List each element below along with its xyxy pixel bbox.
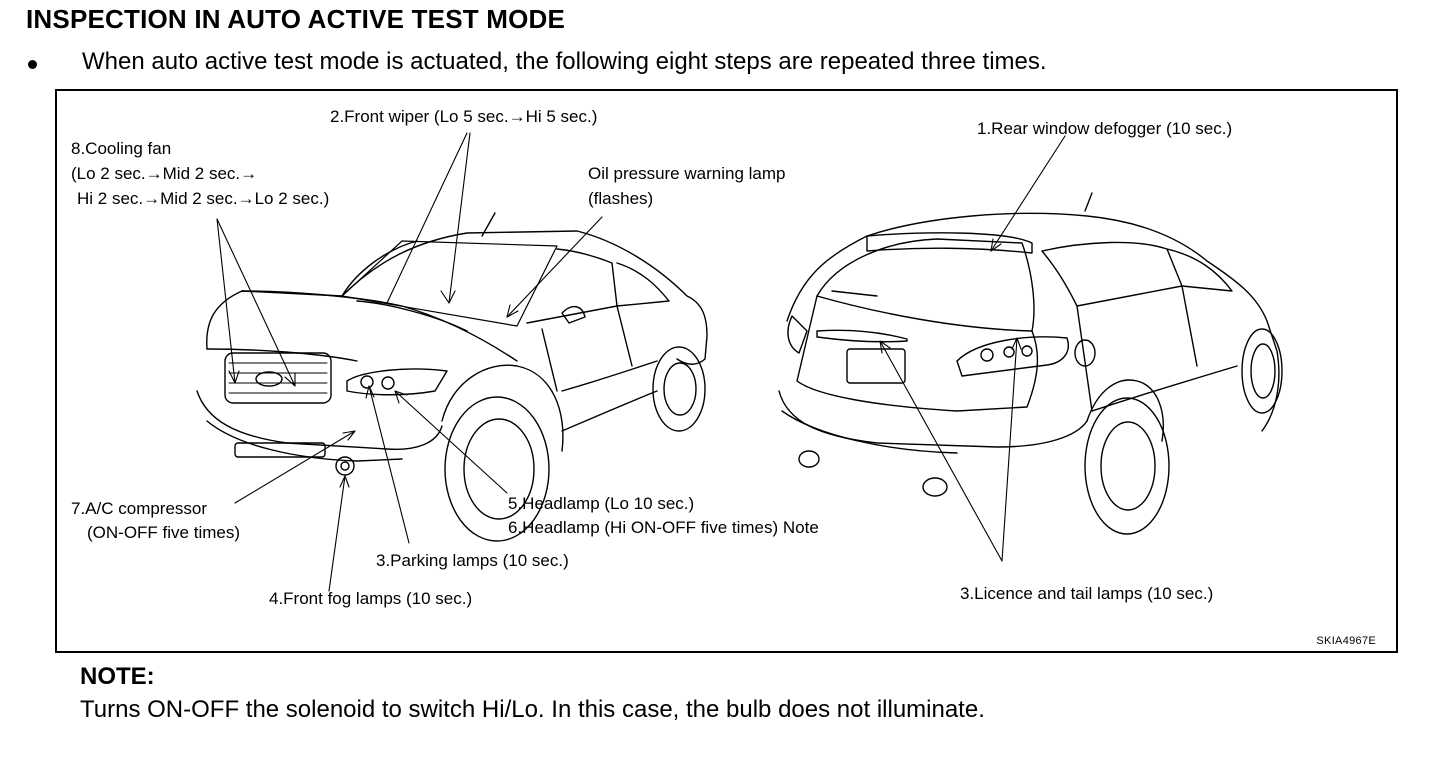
rear-vehicle-drawing (778, 192, 1283, 535)
label-headlamp-hi: 6.Headlamp (Hi ON-OFF five times) Note (508, 518, 819, 537)
label-cooling-fan-steps-1: (Lo 2 sec.→Mid 2 sec.→ (71, 164, 258, 183)
label-front-fog-lamps: 4.Front fog lamps (10 sec.) (269, 589, 473, 608)
vehicle-diagram: 2.Front wiper (Lo 5 sec.→Hi 5 sec.) 8.Co… (55, 89, 1398, 653)
label-ac-compressor-cycle: (ON-OFF five times) (87, 523, 240, 542)
page-title: INSPECTION IN AUTO ACTIVE TEST MODE (26, 4, 566, 34)
vehicle-illustration (196, 132, 1283, 592)
front-vehicle-drawing (196, 212, 708, 542)
leader-lines (216, 132, 1066, 592)
label-oil-pressure-lamp: Oil pressure warning lamp (588, 164, 786, 183)
note-heading: NOTE: (80, 663, 155, 690)
label-oil-pressure-flashes: (flashes) (588, 189, 654, 208)
label-headlamp-lo: 5.Headlamp (Lo 10 sec.) (508, 494, 695, 513)
label-ac-compressor: 7.A/C compressor (71, 499, 208, 518)
intro-text: When auto active test mode is actuated, … (82, 48, 1047, 75)
bullet-icon (28, 60, 37, 69)
label-rear-defogger: 1.Rear window defogger (10 sec.) (977, 119, 1233, 138)
label-licence-tail-lamps: 3.Licence and tail lamps (10 sec.) (960, 584, 1214, 603)
label-cooling-fan-steps-2: Hi 2 sec.→Mid 2 sec.→Lo 2 sec.) (77, 189, 330, 208)
label-parking-lamps: 3.Parking lamps (10 sec.) (376, 551, 569, 570)
label-front-wiper: 2.Front wiper (Lo 5 sec.→Hi 5 sec.) (330, 107, 598, 126)
figure-id: SKIA4967E (1316, 635, 1376, 647)
label-cooling-fan-title: 8.Cooling fan (71, 139, 172, 158)
note-text: Turns ON-OFF the solenoid to switch Hi/L… (80, 696, 985, 723)
